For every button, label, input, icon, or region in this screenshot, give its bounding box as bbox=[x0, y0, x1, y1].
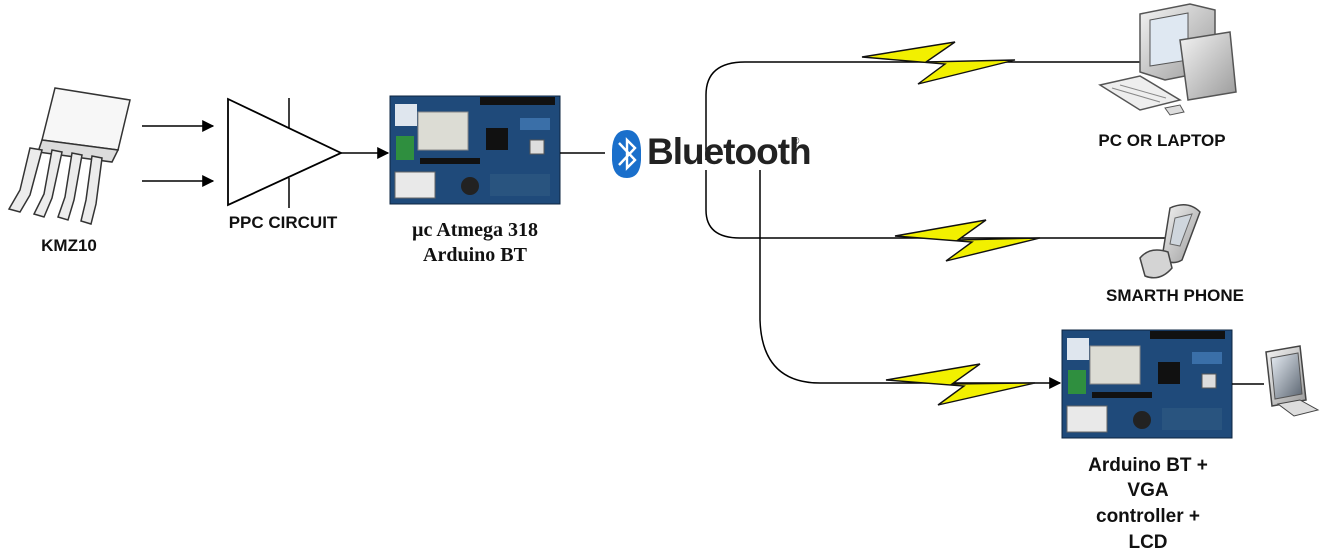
lcd-label-line1: Arduino BT + bbox=[1058, 455, 1238, 477]
bluetooth-registered-mark: ® bbox=[792, 136, 799, 147]
arduino-board-icon bbox=[390, 96, 560, 204]
lcd-label-line3: controller + bbox=[1058, 506, 1238, 528]
bluetooth-logo-icon bbox=[612, 130, 641, 178]
bluetooth-wordmark: Bluetooth bbox=[647, 130, 811, 174]
lcd-label-line4: LCD bbox=[1058, 532, 1238, 554]
sensor-label: KMZ10 bbox=[24, 236, 114, 256]
flip-phone-icon bbox=[1140, 205, 1200, 278]
arduino-board-icon bbox=[1062, 330, 1232, 438]
link-to-phone bbox=[706, 170, 1165, 238]
desktop-pc-icon bbox=[1100, 4, 1236, 115]
lcd-monitor-icon bbox=[1266, 346, 1318, 416]
ppc-circuit-label: PPC CIRCUIT bbox=[208, 213, 358, 233]
mcu-label-line1: µc Atmega 318 bbox=[385, 219, 565, 242]
amplifier-triangle-icon bbox=[228, 98, 341, 208]
lightning-icon bbox=[895, 220, 1040, 261]
mcu-label-line2: Arduino BT bbox=[385, 244, 565, 267]
lightning-icon bbox=[862, 42, 1015, 84]
link-to-lcd-board bbox=[760, 170, 1060, 383]
lightning-icon bbox=[886, 364, 1035, 405]
lcd-label-line2: VGA bbox=[1058, 480, 1238, 502]
pc-label: PC OR LAPTOP bbox=[1072, 131, 1252, 151]
sensor-chip-icon bbox=[9, 88, 130, 224]
phone-label: SMARTH PHONE bbox=[1080, 286, 1270, 306]
